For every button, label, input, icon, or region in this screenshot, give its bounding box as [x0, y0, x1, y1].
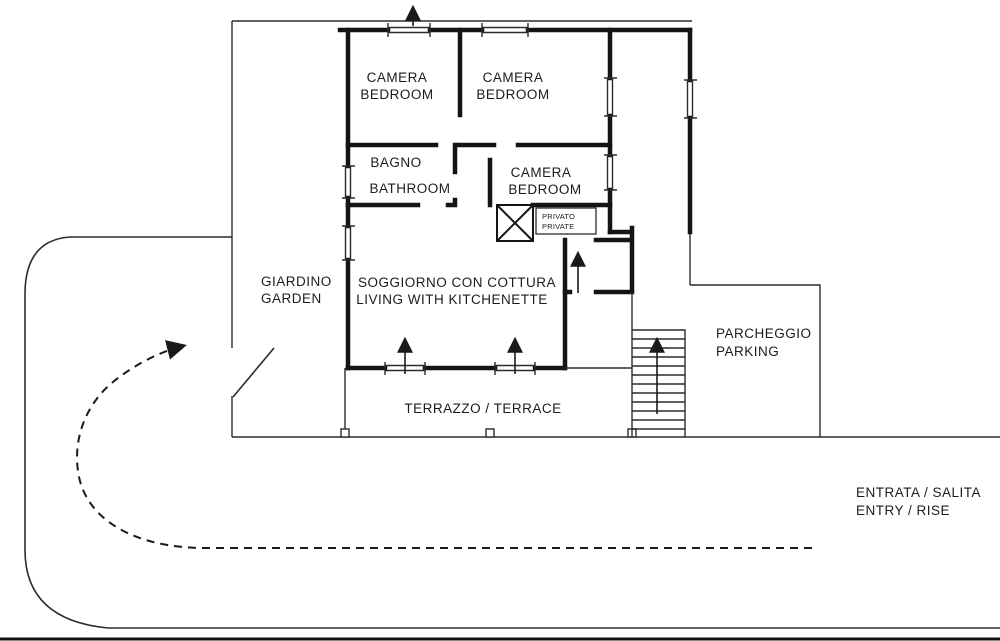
building-walls — [337, 27, 693, 371]
label-bedroom3-it: CAMERA — [511, 165, 572, 180]
label-entry-en: ENTRY / RISE — [856, 503, 950, 518]
label-bedroom1-it: CAMERA — [367, 70, 428, 85]
room-labels: CAMERA BEDROOM CAMERA BEDROOM BAGNO BATH… — [261, 70, 981, 518]
label-garden-it: GIARDINO — [261, 274, 332, 289]
door-arrows — [397, 4, 586, 374]
label-living-en: LIVING WITH KITCHENETTE — [356, 292, 548, 307]
terrace-outline — [340, 292, 637, 438]
label-bathroom-it: BAGNO — [370, 155, 421, 170]
label-parking-it: PARCHEGGIO — [716, 326, 812, 341]
terrace-post — [340, 428, 350, 438]
lot-boundary — [0, 20, 1000, 641]
staircase — [631, 329, 686, 437]
garden-gate — [232, 347, 275, 398]
label-garden-en: GARDEN — [261, 291, 322, 306]
terrace-post — [485, 428, 495, 438]
label-private-en: PRIVATE — [542, 222, 574, 231]
label-bedroom1-en: BEDROOM — [360, 87, 433, 102]
entry-path — [76, 340, 812, 549]
elevator-shaft — [496, 204, 534, 242]
private-room-box — [535, 207, 597, 235]
label-terrace: TERRAZZO / TERRACE — [404, 401, 561, 416]
label-bathroom-en: BATHROOM — [370, 181, 451, 196]
label-entry-it: ENTRATA / SALITA — [856, 485, 981, 500]
label-bedroom2-it: CAMERA — [483, 70, 544, 85]
label-parking-en: PARKING — [716, 344, 779, 359]
label-bedroom2-en: BEDROOM — [476, 87, 549, 102]
label-living-it: SOGGIORNO CON COTTURA — [358, 275, 556, 290]
label-bedroom3-en: BEDROOM — [508, 182, 581, 197]
label-private-it: PRIVATO — [542, 212, 575, 221]
